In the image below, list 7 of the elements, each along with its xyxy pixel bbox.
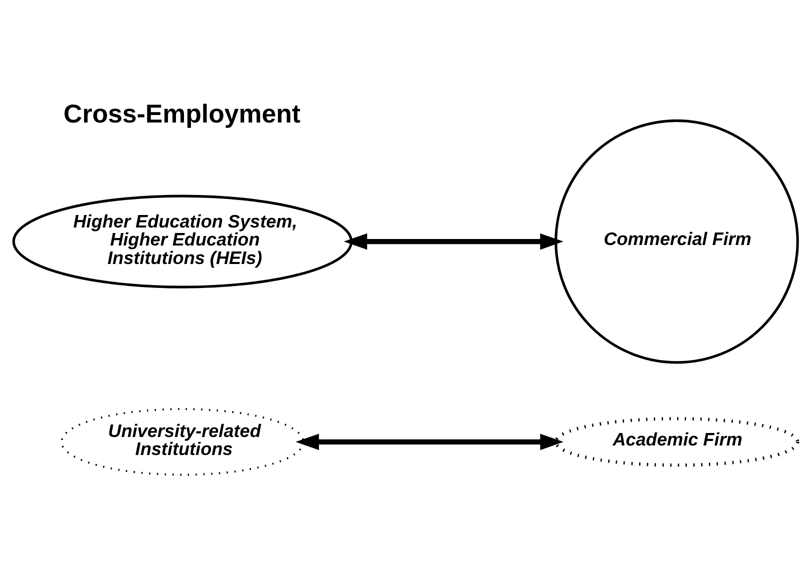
arrow: [344, 232, 564, 250]
node-ellipse: Academic Firm: [554, 416, 800, 466]
node-ellipse: Higher Education System, Higher Education Institutions (HEIs): [12, 194, 353, 288]
node-ellipse: University-related Institutions: [60, 408, 304, 476]
arrow: [296, 433, 564, 450]
node-circle: Commercial Firm: [554, 118, 799, 364]
label: Cross-Employment: [64, 100, 301, 128]
